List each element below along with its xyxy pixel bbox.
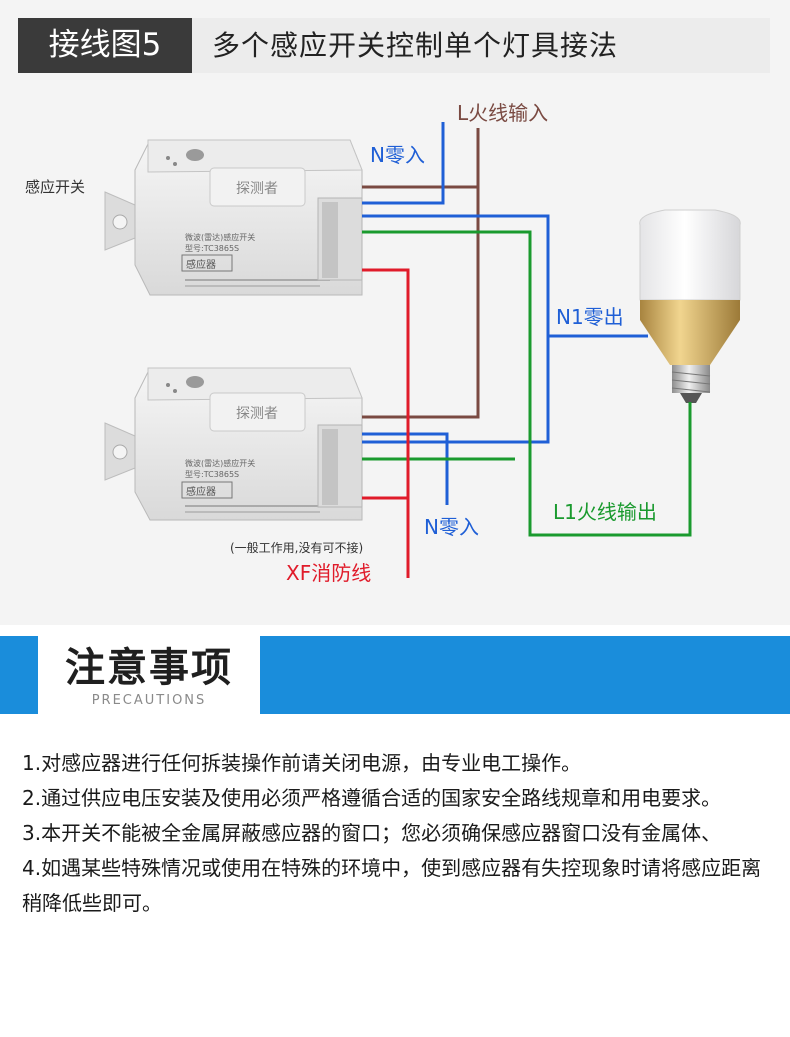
model-line: 型号:TC3865S [185, 470, 239, 479]
model-line: 微波(雷达)感应开关 [185, 232, 255, 242]
model-line: 型号:TC3865S [185, 244, 239, 253]
sensor-switch-top: 探测者 微波(雷达)感应开关 型号:TC3865S 感应器 [104, 139, 363, 296]
precaution-item: 1.对感应器进行任何拆装操作前请关闭电源，由专业电工操作。 [22, 751, 582, 775]
label-xf-note: (一般工作用,没有可不接) [230, 540, 363, 555]
fire-wire [362, 268, 410, 578]
label-n1-out: N1零出 [556, 305, 624, 329]
label-sensor-switch: 感应开关 [25, 178, 85, 196]
label-n-in-bottom: N零入 [424, 515, 479, 539]
label-n-in-top: N零入 [370, 143, 425, 167]
sensor-switch-bottom: 探测者 微波(雷达)感应开关 型号:TC3865S 感应器 [104, 367, 363, 521]
precaution-item: 3.本开关不能被全金属屏蔽感应器的窗口；您必须确保感应器窗口没有金属体、 [22, 821, 722, 845]
label-l-in: L火线输入 [457, 101, 548, 125]
wiring-diagram: 探测者 微波(雷达)感应开关 型号:TC3865S 感应器 探测者 微波(雷达)… [25, 101, 741, 585]
panel-label: 感应器 [186, 485, 216, 498]
precautions-subtitle: PRECAUTIONS [91, 693, 207, 708]
diagram-title: 多个感应开关控制单个灯具接法 [212, 29, 619, 62]
precautions-header: 注意事项 PRECAUTIONS [38, 631, 260, 719]
brand-label: 探测者 [236, 181, 278, 197]
precaution-item: 2.通过供应电压安装及使用必须严格遵循合适的国家安全路线规章和用电要求。 [22, 786, 722, 810]
precautions-title: 注意事项 [65, 645, 233, 691]
label-xf-line: XF消防线 [286, 561, 371, 585]
panel-label: 感应器 [186, 258, 216, 271]
precautions-list: 1.对感应器进行任何拆装操作前请关闭电源，由专业电工操作。 2.通过供应电压安装… [22, 746, 772, 921]
label-l1-out: L1火线输出 [553, 500, 657, 524]
model-line: 微波(雷达)感应开关 [185, 458, 255, 468]
precaution-item: 4.如遇某些特殊情况或使用在特殊的环境中，使到感应器有失控现象时请将感应距离稍降… [22, 856, 762, 915]
brand-label: 探测者 [236, 406, 278, 422]
neutral-out-wire [362, 214, 648, 444]
neutral-in-wire [362, 122, 449, 505]
live-out-wire [362, 230, 692, 537]
diagram-number-tag: 接线图5 [18, 18, 192, 73]
live-wire [362, 128, 480, 419]
light-bulb [639, 209, 741, 403]
